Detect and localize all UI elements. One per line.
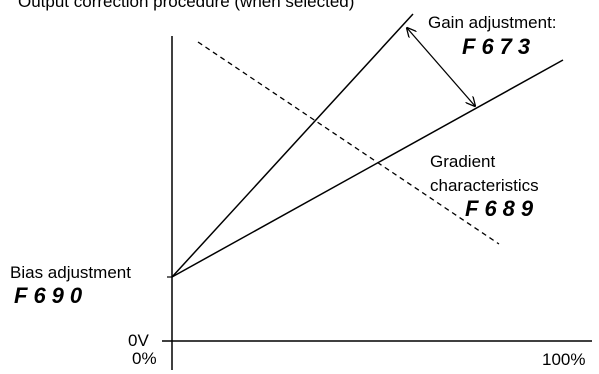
- zero-volt-label: 0V: [128, 331, 149, 350]
- hundred-percent-label: 100%: [542, 350, 585, 369]
- header-partial-text: Output correction procedure (when select…: [18, 0, 354, 11]
- gradient-label-line2: characteristics: [430, 176, 539, 195]
- zero-percent-label: 0%: [132, 349, 157, 368]
- gain-adjustment-arrow: [407, 28, 475, 106]
- gain-adjustment-label: Gain adjustment:: [428, 13, 557, 32]
- bias-adjustment-label: Bias adjustment: [10, 263, 131, 282]
- gain-adjustment-code: F673: [462, 34, 536, 59]
- standard-output-line: [171, 59, 564, 278]
- gain-adjusted-line: [171, 13, 414, 278]
- gradient-code: F689: [465, 196, 539, 221]
- bias-adjustment-code: F690: [14, 283, 88, 308]
- gradient-label-line1: Gradient: [430, 152, 495, 171]
- gradient-characteristics-line: [197, 41, 500, 245]
